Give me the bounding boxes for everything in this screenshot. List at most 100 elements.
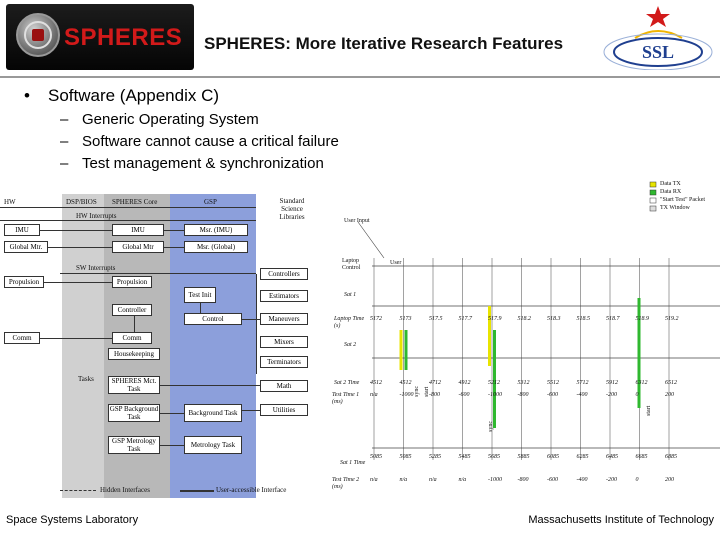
footer-institution: Massachusetts Institute of Technology [528,514,714,526]
estimators-box: Estimators [260,290,308,302]
test-time-1-value: -1000 [399,392,414,398]
bullet-symbol: • [24,86,30,105]
sat1-time-value: 6685 [635,454,648,460]
msr-imu-box: Msr. (IMU) [184,224,248,236]
footer-lab-name: Space Systems Laboratory [6,514,139,526]
sat1-time-value: 6285 [576,454,589,460]
test-time-2-value: n/a [429,477,437,483]
slide-header: SPHERES SPHERES: More Iterative Research… [0,0,720,80]
sat1-time-value: 6885 [665,454,677,460]
laptop-time-value: 518.9 [635,316,650,322]
test-time-1-value: -600 [458,392,470,398]
main-bullet-text: Software (Appendix C) [48,86,220,105]
dsp-bios-column [62,194,104,498]
global-mtr-core-box: Global Mtr [112,241,164,253]
imu-core-box: IMU [112,224,164,236]
column-header: HW [4,198,16,206]
time-tick-lines [373,258,670,460]
user-input-label: User Input [344,218,370,224]
test-time-2-value: -200 [606,477,617,483]
rx-packet [404,330,408,370]
hw-interrupts-line [0,220,256,221]
test-synchronization-timing-diagram: Data TX Data RX "Start Test" Packet TX W… [330,180,720,510]
test-time-2-value: -800 [517,477,529,483]
sat2-time-label: Sat 2 Time [334,380,360,386]
logo-text: SPHERES [64,24,183,51]
tx-packet [399,330,403,370]
laptop-control-label: Laptop Control [342,258,361,271]
comm-bios-box: Comm [4,332,40,344]
sat2-time-value: 4912 [458,380,471,386]
hidden-interface-line [60,490,96,491]
sat2-time-value: 6512 [665,380,677,386]
utilities-box: Utilities [260,404,308,416]
sw-interrupts-label: SW Interrupts [76,264,116,272]
sub-bullet: –Test management & synchronization [60,155,324,172]
laptop-time-value: 5172 [370,316,382,322]
test-time-2-value: n/a [458,477,467,483]
test-time-2-value: n/a [399,477,408,483]
test-init-box: Test Init [184,287,216,303]
comm-core-box: Comm [112,332,152,344]
sat1-time-value: 5885 [517,454,530,460]
test-time-2-value: -400 [576,477,588,483]
terminators-box: Terminators [260,356,308,368]
sat2-label: Sat 2 [344,342,357,348]
laptop-time-label: Laptop Time (s) [334,316,365,329]
legend-item: "Start Test" Packet [660,197,706,203]
test-time-1-label: Test Time 1 (ms) [332,392,360,405]
background-task-box: Background Task [184,404,242,422]
test-time-2-value: -600 [547,477,558,483]
tasks-label: Tasks [78,375,94,383]
header-divider [0,76,720,78]
sat1-time-value: 5685 [488,454,500,460]
ssl-logo-icon: SSL [603,6,713,70]
sat1-label: Sat 1 [344,292,357,298]
test-time-1-value: -600 [547,392,558,398]
laptop-time-value: 517.5 [429,316,443,322]
sphere-emblem-icon [16,13,60,57]
user-interface-line [180,490,214,492]
math-box: Math [260,380,308,392]
sat2-time-value: 5912 [606,380,618,386]
sat1-time-value: 5085 [370,454,382,460]
sat1-time-value: 6085 [547,454,559,460]
spheres-mct-task-box: SPHERES Mct. Task [108,376,160,394]
hw-interrupts-label: HW Interrupts [76,212,117,220]
legend-swatch-start [649,197,657,204]
slide-title: SPHERES: More Iterative Research Feature… [204,34,564,53]
laptop-time-value: 517.9 [488,316,502,322]
gsp-metrology-task-box: GSP Metrology Task [108,436,160,454]
column-header: Standard Science Libraries [279,197,305,221]
test-time-2-value: 200 [665,477,674,483]
maneuvers-box: Maneuvers [260,313,308,325]
sat1-time-label: Sat 1 Time [340,460,366,466]
legend-item: Data TX [660,181,681,187]
sat2-time-value: 5512 [547,380,559,386]
column-header: GSP [204,198,217,206]
test-time-1-value: -400 [576,392,588,398]
test-time-1-value: 200 [665,392,674,398]
test-time-2-value: -1000 [488,477,502,483]
sat1-time-value: 6485 [606,454,618,460]
sub-bullet: –Generic Operating System [60,111,259,128]
msr-global-box: Msr. (Global) [184,241,248,253]
timing-svg [357,181,720,460]
laptop-time-value: 518.5 [576,316,591,322]
controllers-box: Controllers [260,268,308,280]
header-rule [0,207,256,208]
metrology-task-box: Metrology Task [184,436,242,454]
test-time-1-value: -800 [429,392,440,398]
test-time-1-value: -1000 [488,392,502,398]
column-header: DSP/BIOS [66,198,97,206]
laptop-time-value: 519.2 [665,316,679,322]
sat2-time-value: 5712 [576,380,589,386]
sat2-time-value: 5212 [488,380,500,386]
imu-hw-box: IMU [4,224,40,236]
software-architecture-diagram: HW DSP/BIOS SPHERES Core GSP Standard Sc… [0,190,320,508]
laptop-time-value: 5173 [399,316,412,322]
sat1-time-value: 5085 [399,454,412,460]
sync-label: sync [488,421,494,432]
laptop-time-value: 518.2 [517,316,532,322]
test-time-2-value: 0 [635,477,639,483]
